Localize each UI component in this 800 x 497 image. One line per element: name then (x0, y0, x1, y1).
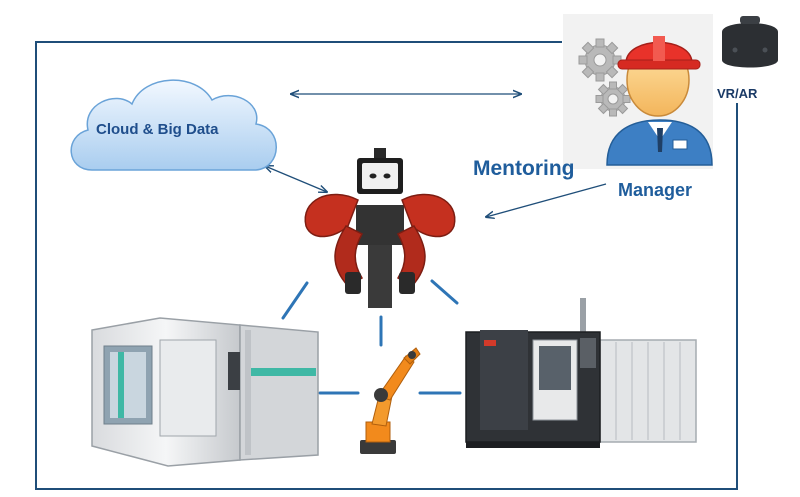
machining-center-icon (465, 298, 697, 448)
arrow-mentoring (486, 183, 607, 217)
vr-headset-icon (722, 16, 778, 68)
cnc-machine-icon (91, 317, 319, 467)
link-robot-to-left-machine (281, 281, 309, 320)
link-robot-to-right-machine (430, 279, 459, 305)
manager-label: Manager (618, 180, 693, 200)
cloud-icon (70, 79, 277, 171)
gears-icon (578, 38, 631, 117)
vr-ar-label: VR/AR (717, 86, 758, 101)
outer-frame (35, 41, 738, 490)
mentoring-label: Mentoring (473, 157, 575, 180)
collaborative-robot-icon (304, 148, 456, 308)
cloud-big-data-label: Cloud & Big Data (96, 121, 219, 138)
arrow-cloud-robot (265, 166, 327, 192)
industrial-robot-arm-icon (360, 347, 421, 454)
manager-worker-icon (606, 36, 713, 166)
connection-lines (281, 279, 462, 395)
arrows (265, 94, 607, 217)
